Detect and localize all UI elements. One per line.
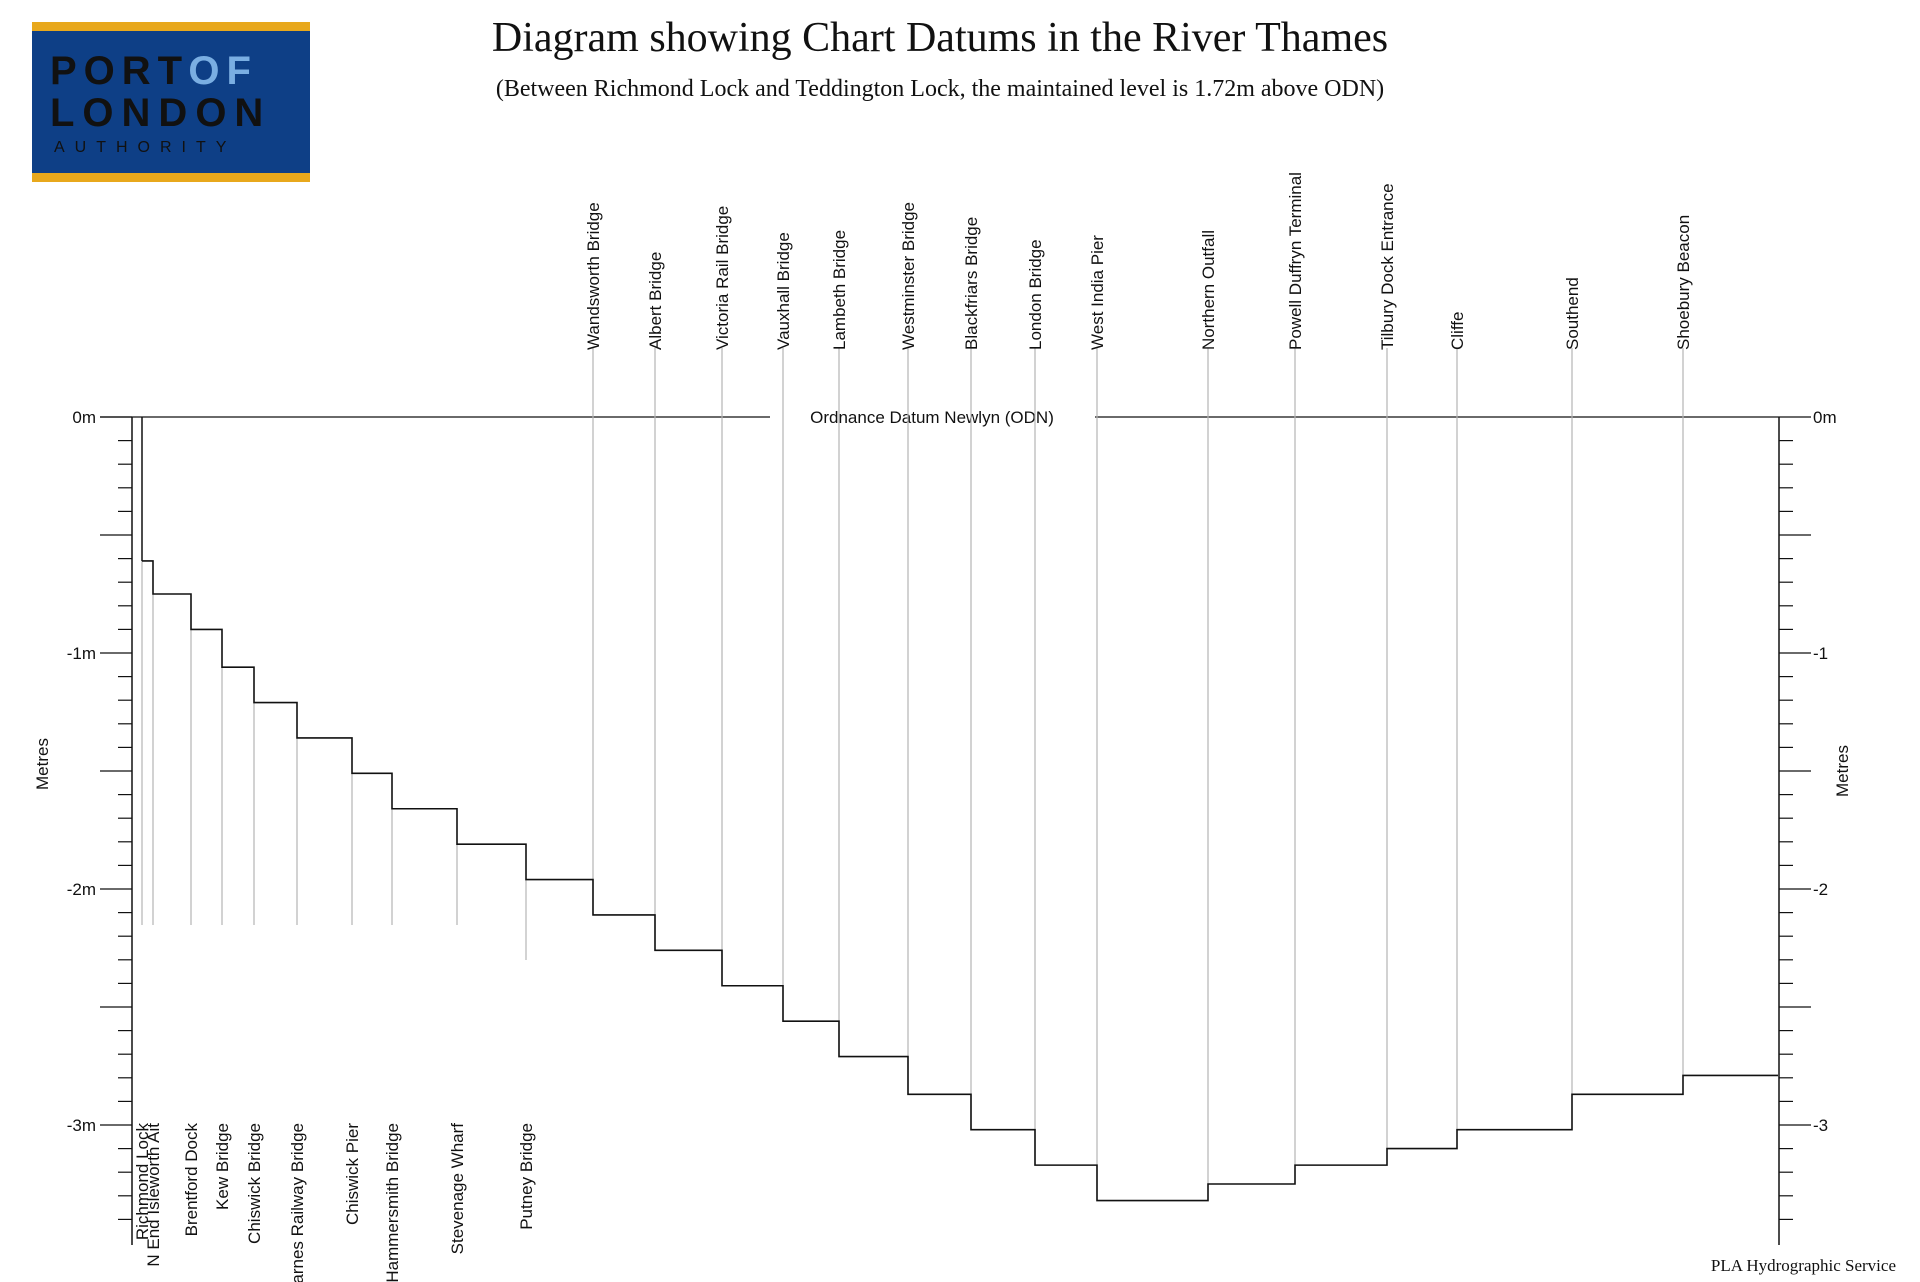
station-label: Wandsworth Bridge — [584, 202, 603, 350]
station-label: Northern Outfall — [1199, 230, 1218, 350]
chart-subtitle: (Between Richmond Lock and Teddington Lo… — [495, 76, 1385, 102]
station-label: Westminster Bridge — [899, 202, 918, 350]
right-tick-label: -1 — [1813, 644, 1828, 663]
station-label: Hammersmith Bridge — [383, 1123, 402, 1282]
station-label: Powell Duffryn Terminal — [1286, 172, 1305, 350]
chart-title: Diagram showing Chart Datums in the Rive… — [491, 15, 1389, 61]
station-label: Lambeth Bridge — [830, 230, 849, 350]
station-label: Blackfriars Bridge — [962, 217, 981, 350]
left-tick-label: -1m — [67, 644, 96, 663]
logo-word-port: PORT — [50, 49, 188, 93]
station-label: West India Pier — [1088, 235, 1107, 350]
left-tick-label: -3m — [67, 1116, 96, 1135]
port-of-london-authority-logo: PORTOF LONDON AUTHORITY — [32, 22, 310, 182]
station-label: Richmond Lock — [133, 1123, 152, 1241]
station-label: Barnes Railway Bridge — [288, 1123, 307, 1282]
station-label: London Bridge — [1026, 239, 1045, 350]
right-tick-label: -3 — [1813, 1116, 1828, 1135]
credit-text: PLA Hydrographic Service — [1710, 1256, 1896, 1275]
station-label: Vauxhall Bridge — [774, 232, 793, 350]
station-label: Cliffe — [1448, 312, 1467, 350]
logo-word-authority: AUTHORITY — [54, 139, 236, 156]
station-label: Stevenage Wharf — [448, 1123, 467, 1255]
left-tick-label: -2m — [67, 880, 96, 899]
left-axis-title: Metres — [33, 738, 52, 790]
station-label: Albert Bridge — [646, 252, 665, 350]
right-tick-label: 0m — [1813, 408, 1837, 427]
svg-text:PORTOF: PORTOF — [50, 49, 258, 93]
datum-step-line — [142, 560, 1778, 1202]
station-label: Shoebury Beacon — [1674, 215, 1693, 350]
station-label: Chiswick Bridge — [245, 1123, 264, 1244]
station-label: Chiswick Pier — [343, 1123, 362, 1225]
logo-word-london: LONDON — [50, 91, 271, 135]
station-label: Brentford Dock — [182, 1123, 201, 1237]
odn-label: Ordnance Datum Newlyn (ODN) — [810, 408, 1054, 427]
station-label: Kew Bridge — [213, 1123, 232, 1210]
logo-gold-band-bottom — [32, 173, 310, 182]
station-label: Tilbury Dock Entrance — [1378, 183, 1397, 350]
right-tick-label: -2 — [1813, 880, 1828, 899]
station-label: Southend — [1563, 277, 1582, 350]
right-axis-title: Metres — [1833, 745, 1852, 797]
logo-gold-band-top — [32, 22, 310, 31]
logo-navy-field — [32, 31, 310, 173]
station-label: Victoria Rail Bridge — [713, 206, 732, 350]
station-label: Putney Bridge — [517, 1123, 536, 1230]
left-tick-label: 0m — [72, 408, 96, 427]
station-label: N End Isleworth Ait — [144, 1123, 163, 1267]
logo-word-of: OF — [188, 49, 258, 93]
